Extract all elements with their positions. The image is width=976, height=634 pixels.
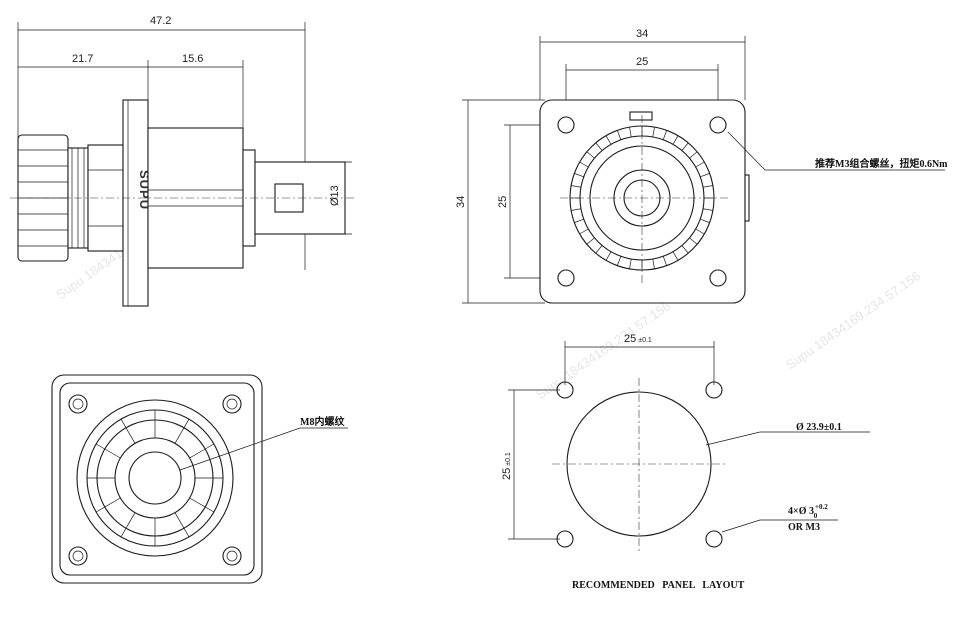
gear-tooth [579, 228, 589, 235]
gear-tooth [605, 135, 612, 145]
gear-tooth [662, 130, 667, 140]
gear-tooth [617, 130, 622, 140]
gear-tooth [689, 237, 698, 245]
panel-dim-height: 25±0.1 [501, 452, 513, 480]
mount-alt-note: OR M3 [788, 522, 820, 533]
gear-tooth [629, 258, 632, 269]
svg-text:Supu 18434169.234.57.156: Supu 18434169.234.57.156 [533, 298, 673, 402]
front-view: M8内螺纹 [51, 374, 348, 584]
hole-diameter-note: Ø 23.9±0.1 [796, 422, 842, 433]
gear-tooth [681, 142, 689, 151]
front-spoke [174, 418, 190, 444]
panel-layout-title: RECOMMENDED PANEL LAYOUT [572, 580, 745, 591]
gear-tooth [672, 251, 679, 261]
dim-height-25: 25 [497, 196, 509, 208]
gear-tooth [702, 208, 713, 211]
gear-tooth [574, 218, 584, 223]
gear-tooth [681, 245, 689, 254]
rear-view: 34 25 34 25 推荐M3组 [455, 28, 948, 304]
gear-tooth [689, 151, 698, 159]
gear-tooth [695, 161, 705, 168]
front-spoke [189, 497, 215, 513]
dim-left-length: 21.7 [72, 53, 93, 65]
thread-note: M8内螺纹 [300, 415, 345, 428]
gear-tooth [617, 256, 622, 266]
gear-teeth [570, 126, 714, 270]
svg-text:Supu 18434169.234.57.156: Supu 18434169.234.57.156 [783, 268, 923, 372]
gear-tooth [695, 228, 705, 235]
front-spoke [120, 418, 136, 444]
dim-overall-length: 47.2 [150, 15, 171, 27]
gear-tooth [629, 127, 632, 138]
front-spoke [120, 512, 136, 538]
gear-tooth [579, 161, 589, 168]
gear-tooth [595, 142, 603, 151]
gear-tooth [652, 258, 655, 269]
dim-height-34: 34 [455, 196, 467, 208]
gear-tooth [574, 173, 584, 178]
gear-tooth [652, 127, 655, 138]
gear-tooth [586, 151, 595, 159]
gear-tooth [672, 135, 679, 145]
front-spoke [95, 497, 121, 513]
gear-tooth [571, 208, 582, 211]
side-view: 47.2 21.7 15.6 SUPU [10, 15, 355, 307]
dim-width-34: 34 [636, 28, 648, 40]
dim-width-25: 25 [636, 56, 648, 68]
gear-tooth [595, 245, 603, 254]
dim-diameter: Ø13 [329, 185, 341, 206]
front-spoke [189, 443, 215, 459]
gear-tooth [586, 237, 595, 245]
screw-torque-note: 推荐M3组合螺丝，扭矩0.6Nm [815, 157, 948, 170]
gear-tooth [605, 251, 612, 261]
gear-tooth [662, 256, 667, 266]
front-spoke [174, 512, 190, 538]
front-spoke [95, 443, 121, 459]
gear-tooth [700, 218, 710, 223]
front-spokes [87, 410, 223, 546]
gear-tooth [702, 185, 713, 188]
panel-dim-width: 25±0.1 [624, 333, 652, 345]
dim-right-length: 15.6 [182, 53, 203, 65]
gear-tooth [700, 173, 710, 178]
gear-tooth [571, 185, 582, 188]
